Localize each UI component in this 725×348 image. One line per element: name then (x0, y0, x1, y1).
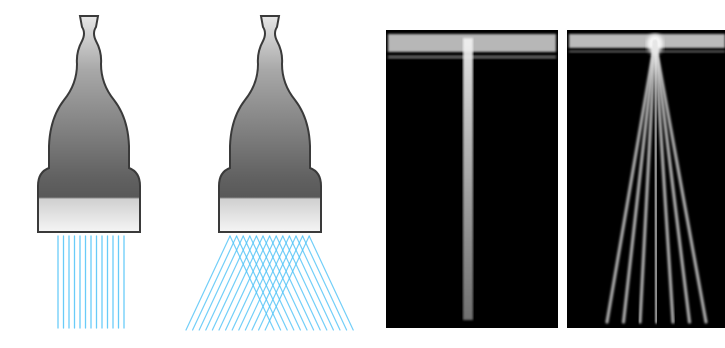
steered-beam-left (226, 236, 270, 330)
steered-beam-right (303, 236, 347, 330)
steered-beam-left (239, 236, 283, 330)
fan-beam-ultrasound-image (567, 30, 725, 328)
probe-lens (39, 198, 139, 231)
crossing-beams (186, 236, 353, 330)
single-beam-ultrasound-image (386, 30, 558, 328)
vertical-beam-echo (463, 38, 473, 320)
parallel-beams (58, 236, 124, 328)
parallel-beam-transducer (38, 16, 140, 328)
probe-lens (220, 198, 320, 231)
steered-beam-left (186, 236, 230, 330)
steered-beam-left (232, 236, 276, 330)
steered-beam-left (219, 236, 263, 330)
image-background (567, 30, 725, 328)
surface-echo-band-lower (569, 50, 725, 53)
steered-beam-left (199, 236, 243, 330)
steered-beam-left (193, 236, 237, 330)
steered-beam-left (206, 236, 250, 330)
steered-crossing-beam-transducer (186, 16, 353, 330)
surface-echo-band (569, 34, 725, 48)
steered-beam-right (309, 236, 353, 330)
steered-beam-left (212, 236, 256, 330)
